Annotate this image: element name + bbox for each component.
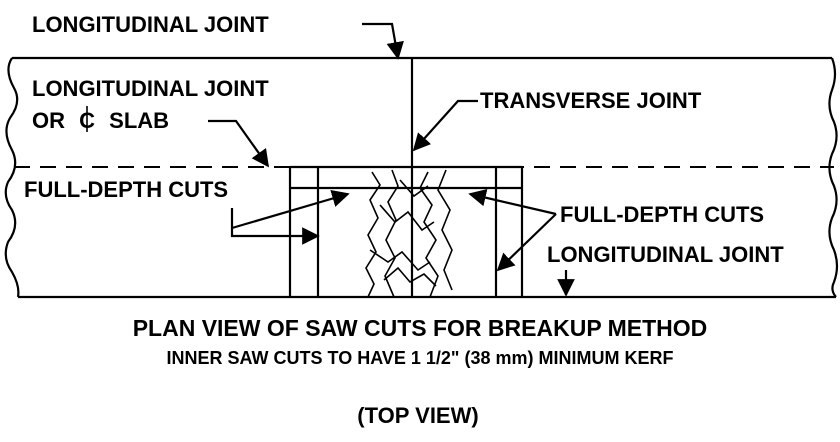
label-full-depth-cuts-right: FULL-DEPTH CUTS xyxy=(560,202,764,227)
label-longitudinal-joint-right: LONGITUDINAL JOINT xyxy=(547,242,784,267)
label-full-depth-cuts-left: FULL-DEPTH CUTS xyxy=(24,177,228,202)
leader-top-longitudinal-joint xyxy=(362,22,404,60)
caption-subtitle: INNER SAW CUTS TO HAVE 1 1/2" (38 mm) MI… xyxy=(167,348,674,368)
leader-full-depth-cuts-left xyxy=(230,190,350,245)
label-top-longitudinal-joint: LONGITUDINAL JOINT xyxy=(32,12,269,37)
slab-outline xyxy=(4,56,839,299)
leader-long-joint-or-cl xyxy=(208,119,270,168)
leader-full-depth-cuts-right xyxy=(468,189,557,272)
label-long-joint-or-cl-line1: LONGITUDINAL JOINT xyxy=(32,76,269,101)
breakup-cracks xyxy=(365,169,453,298)
label-long-joint-or-cl-line2: OR C SLAB xyxy=(32,108,169,133)
caption-view: (TOP VIEW) xyxy=(357,403,478,428)
caption-title: PLAN VIEW OF SAW CUTS FOR BREAKUP METHOD xyxy=(133,315,708,341)
leader-transverse-joint xyxy=(412,99,478,152)
label-transverse-joint: TRANSVERSE JOINT xyxy=(480,88,702,113)
